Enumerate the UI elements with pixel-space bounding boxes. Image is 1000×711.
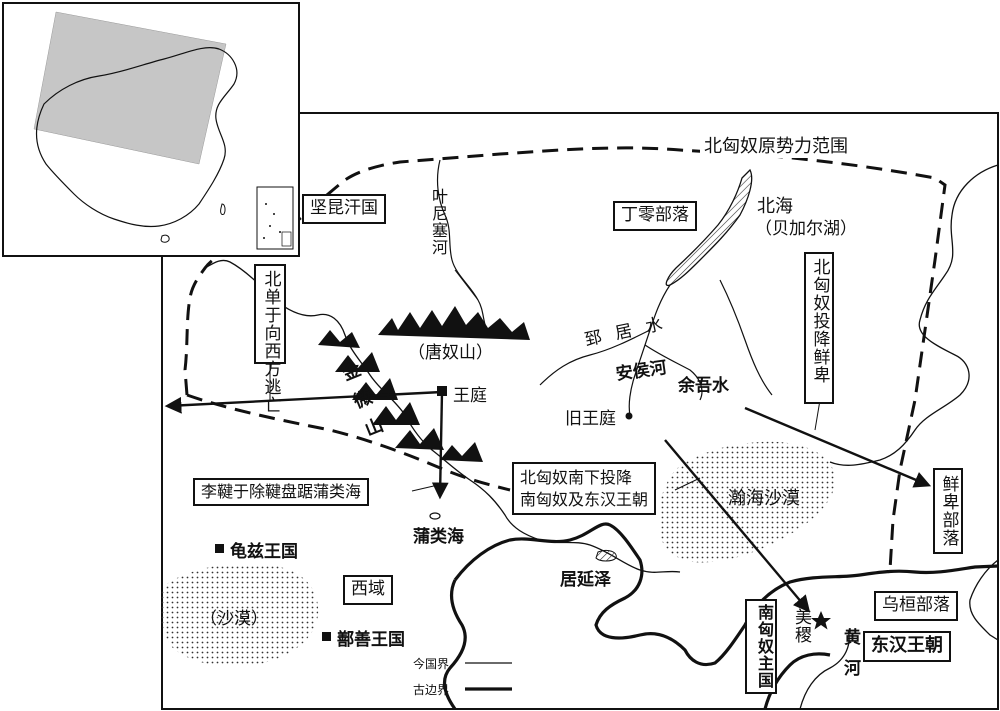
label-wuhuan: 乌桓部落: [874, 591, 958, 621]
selenga-river: [628, 284, 671, 416]
modern-border: [829, 164, 999, 466]
inset-south-sea-box: [256, 186, 294, 250]
inset-taiwan: [220, 203, 226, 215]
jinwei-mountains: [318, 330, 483, 462]
label-tangnu: （唐奴山）: [408, 343, 493, 363]
label-juyan: 居延泽: [560, 570, 611, 590]
xiongnu-range: [183, 146, 947, 571]
label-meiji: 美稷: [791, 608, 811, 644]
callout-yeni: [454, 269, 479, 301]
label-pulei: 蒲类海: [413, 527, 464, 547]
callout-south-line-2: 南匈奴及东汉王朝: [520, 489, 649, 509]
label-xiyu: 西域: [343, 575, 393, 605]
inset-highlight: [33, 11, 227, 165]
label-beihai-sub: （贝加尔湖）: [755, 219, 857, 239]
label-donghan: 东汉王朝: [863, 631, 951, 662]
ancient-border-west: [442, 579, 467, 710]
label-yeni: 叶尼塞河: [429, 188, 448, 256]
inset-hainan: [160, 234, 170, 243]
east-arrow: [744, 406, 932, 488]
label-shamo: （沙漠）: [200, 609, 268, 629]
callout-south-line-1: 北匈奴南下投降: [520, 468, 633, 487]
label-qiuci: 龟兹王国: [230, 542, 298, 562]
callout-li: [411, 484, 439, 492]
juyan-lake: [595, 549, 617, 562]
callout-south-surrender: 北匈奴南下投降 南匈奴及东汉王朝: [512, 462, 657, 516]
label-wangting: 王庭: [453, 386, 487, 406]
modern-border-east: [969, 559, 999, 641]
legend-modern: 今国界: [413, 657, 450, 671]
qiuci-marker: [215, 544, 224, 553]
meiji-star: [811, 611, 831, 630]
label-hanhai: 瀚海沙漠: [728, 488, 800, 509]
label-shanshan: 鄯善王国: [337, 630, 405, 650]
south-arrow: [664, 439, 811, 613]
shanshan-marker: [322, 632, 331, 641]
callout-west-flee: 北单于向西方逃亡: [254, 264, 286, 414]
yenisei-river: [436, 159, 491, 336]
orkhon-river: [719, 279, 773, 396]
inset-map: [2, 2, 300, 257]
label-beihai: 北海: [757, 196, 793, 217]
yuwu-river: [644, 344, 703, 401]
label-nanxiongnu: 南匈奴主国: [745, 599, 777, 694]
pulei-arrow: [431, 391, 449, 500]
tangnu-mountains: [378, 306, 530, 340]
jiu-wangting-marker: [625, 412, 633, 420]
label-huanghe: 黄河: [840, 628, 860, 690]
callout-li-jian: 李鞬于除鞬盘踞蒲类海: [193, 478, 370, 507]
callout-east-surrender: 北匈奴投降鲜卑: [804, 252, 834, 404]
label-xianbei: 鲜卑部落: [933, 468, 963, 554]
hanhai-desert: [658, 441, 836, 563]
yellow-river: [799, 629, 850, 710]
zhiju-river: [539, 329, 651, 386]
callout-east: [814, 399, 821, 431]
range-title: 北匈奴原势力范围: [700, 132, 852, 158]
label-jiankun: 坚昆汗国: [302, 194, 386, 224]
label-yuwu: 余吾水: [678, 376, 729, 396]
label-jiu-wangting: 旧王庭: [565, 409, 616, 429]
legend-ancient: 古边界: [413, 683, 450, 697]
xiongnu-range-south: [186, 393, 511, 492]
pulei-lake: [429, 512, 441, 520]
wangting-marker: [437, 386, 447, 396]
ancient-border: [453, 522, 999, 667]
label-dingling: 丁零部落: [613, 201, 697, 231]
west-flight-arrow: [164, 390, 443, 414]
callout-south: [674, 477, 701, 491]
inset-china-outline: [36, 47, 238, 228]
tarim-desert: [159, 563, 319, 667]
